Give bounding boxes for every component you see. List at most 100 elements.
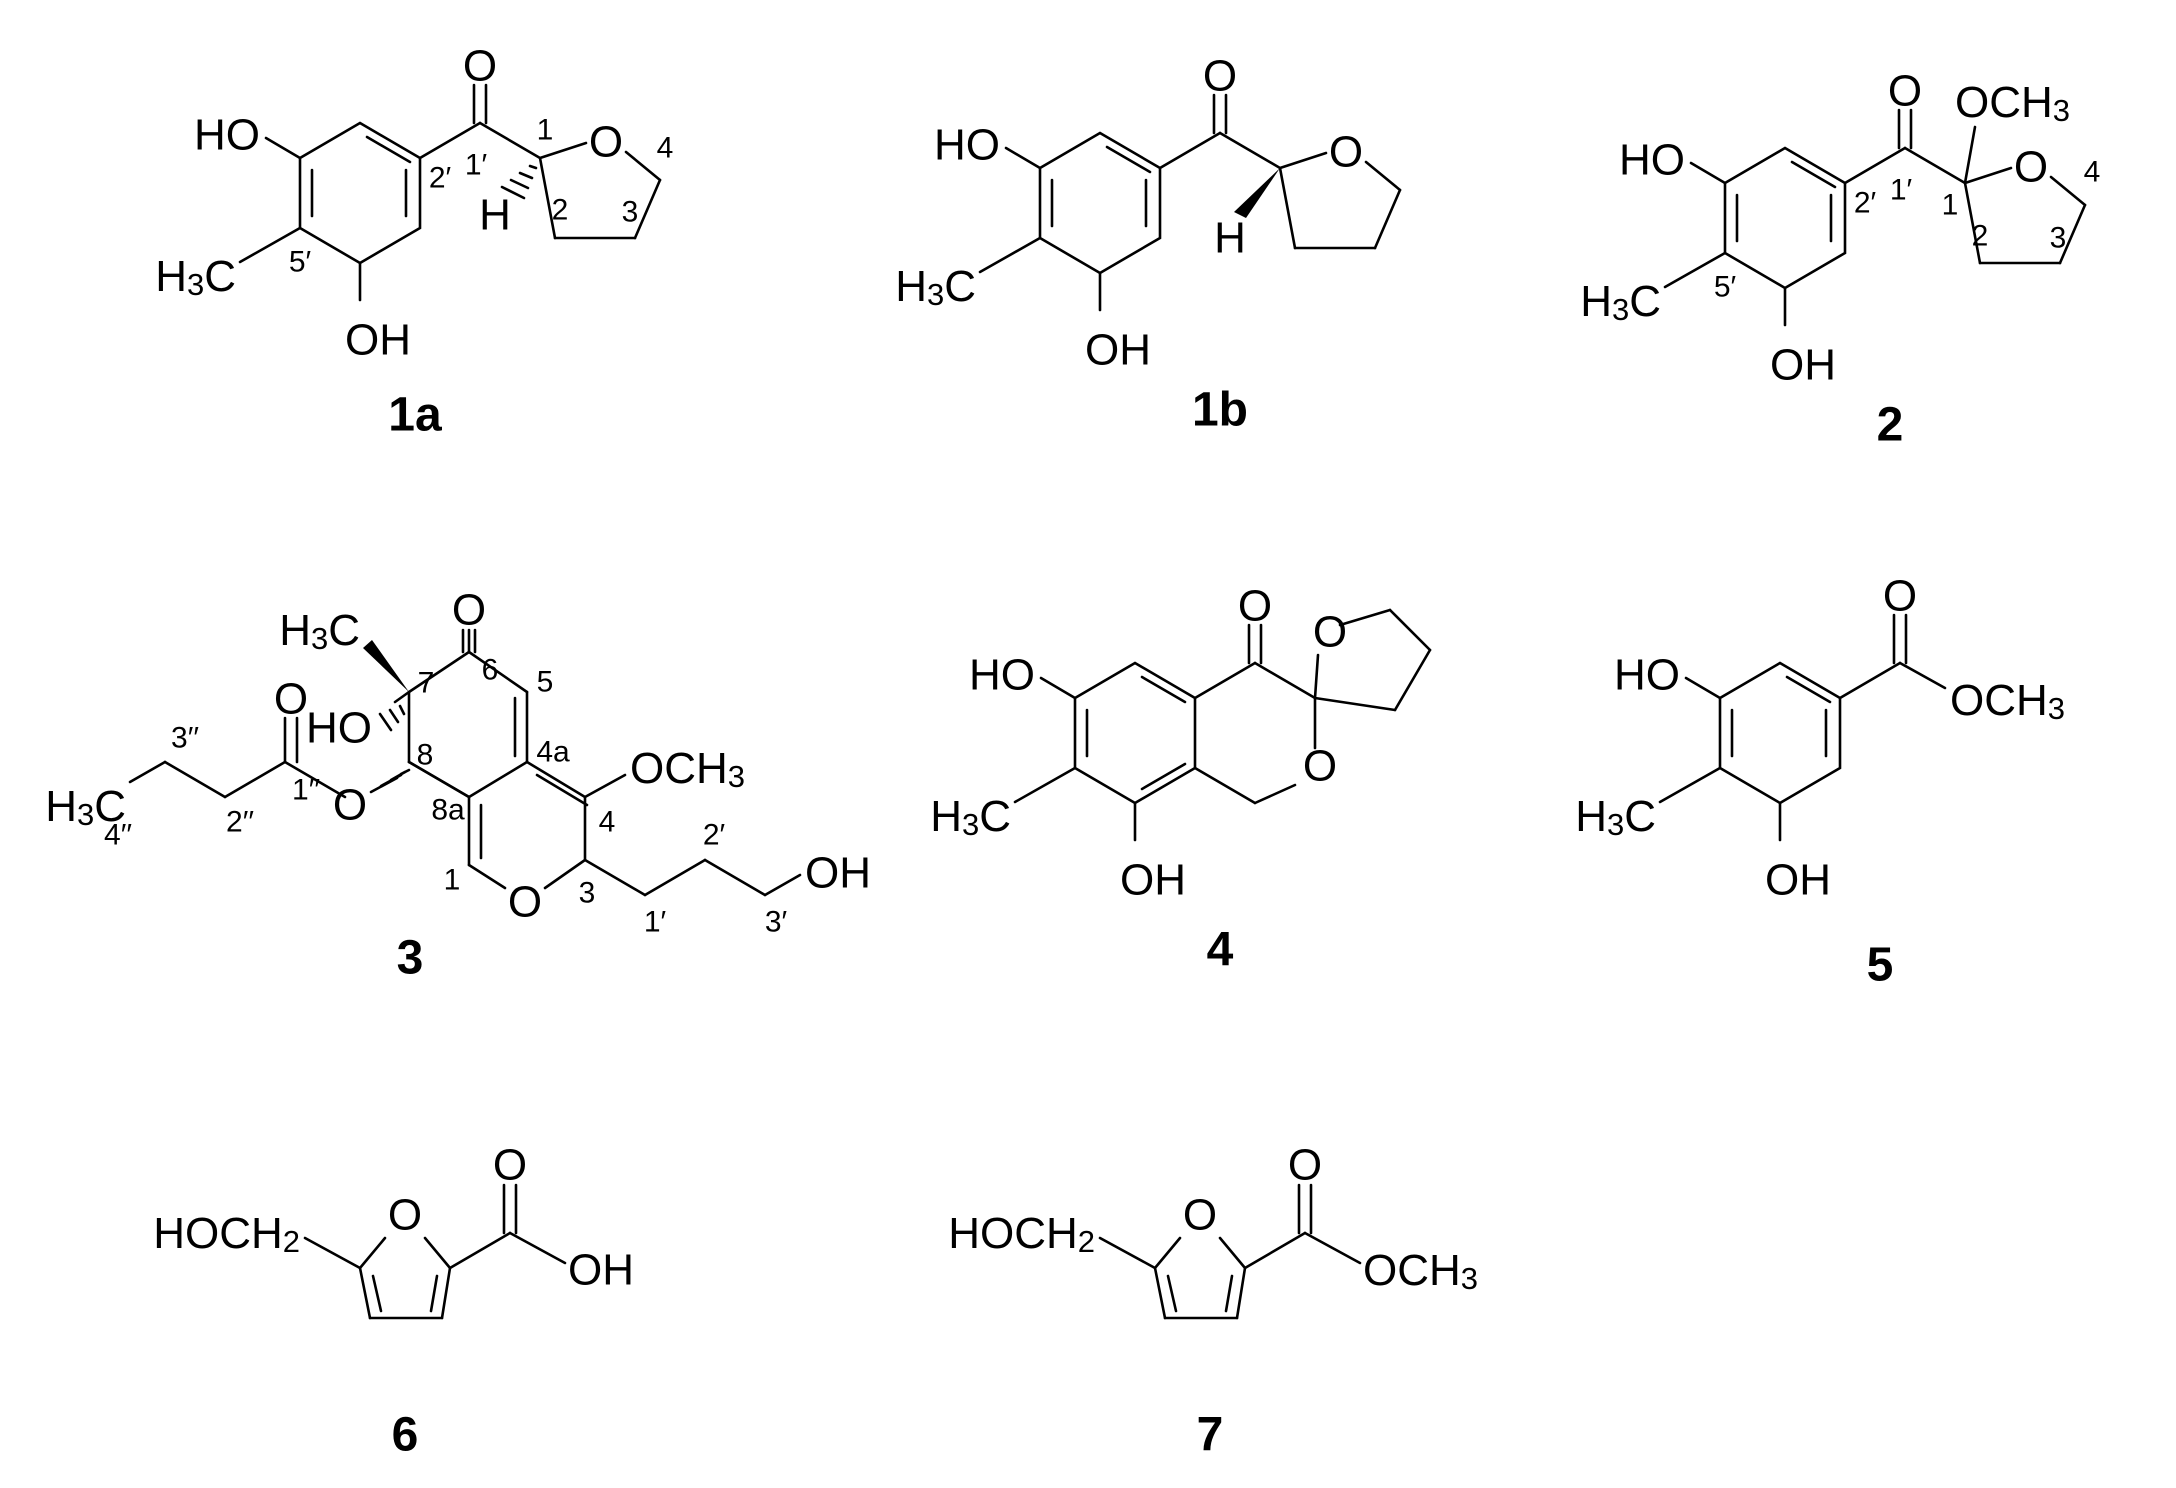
locant: 4′′ <box>104 819 132 852</box>
locant: 3′′ <box>171 722 199 755</box>
compound-label: 4 <box>1207 924 1234 977</box>
compound-1a-bonds <box>238 83 662 302</box>
locant: 4 <box>2084 156 2101 189</box>
compound-2: O OCH3 HO O H3C OH 1′ 1 2′ 2 3 4 5′ 2 <box>1580 67 2100 452</box>
locant: 1 <box>1942 189 1959 222</box>
compound-5-bonds <box>1658 613 1947 842</box>
carbonyl-oxygen: O <box>274 675 308 724</box>
hydroxyl-label: HO <box>1614 651 1680 700</box>
methoxy-label: OCH3 <box>1955 78 2070 129</box>
methyl-label: H3C <box>895 262 976 313</box>
methyl-label: H3C <box>1575 792 1656 843</box>
locant: 8a <box>431 794 465 827</box>
locant: 1 <box>537 114 554 147</box>
hydroxyl-label: HO <box>934 121 1000 170</box>
ester-oxygen: O <box>333 781 367 830</box>
hydroxyl-label: OH <box>805 849 871 898</box>
ring-oxygen: O <box>1303 742 1337 791</box>
locant: 3 <box>622 196 639 229</box>
ring-oxygen: O <box>388 1191 422 1240</box>
ketone-oxygen: O <box>1238 582 1272 631</box>
hydroxyl-label: OH <box>1085 326 1151 375</box>
ketone-oxygen: O <box>452 586 486 635</box>
locant: 1′ <box>465 149 488 182</box>
compound-1b: O HO O H H3C OH 1b <box>895 52 1402 437</box>
carbonyl-oxygen: O <box>1203 52 1237 101</box>
bond <box>407 760 471 799</box>
stereo-hydrogen: H <box>479 191 511 240</box>
compound-label: 5 <box>1867 939 1894 992</box>
hydroxyl-label: HO <box>969 651 1035 700</box>
locant: 4 <box>657 132 674 165</box>
locant: 4a <box>536 736 570 769</box>
compound-1b-bonds <box>978 93 1402 312</box>
hydroxyl-label: OH <box>1770 341 1836 390</box>
locant: 5′ <box>289 246 312 279</box>
locant: 4 <box>599 806 616 839</box>
locant: 7 <box>418 667 435 700</box>
wedge-bond <box>363 640 409 692</box>
hydroxyl-label: HO <box>306 704 372 753</box>
locant: 3 <box>2050 222 2067 255</box>
compound-7: O HOCH2 O OCH3 7 <box>948 1141 1478 1462</box>
hydroxymethyl-label: HOCH2 <box>948 1209 1095 1260</box>
hydroxyl-label: OH <box>1120 856 1186 905</box>
carbonyl-oxygen: O <box>1288 1141 1322 1190</box>
methoxy-label: OCH3 <box>630 744 745 795</box>
locant: 1′ <box>1890 174 1913 207</box>
compound-6: O HOCH2 O OH 6 <box>153 1141 634 1462</box>
methyl-label: H3C <box>45 782 126 833</box>
carbonyl-oxygen: O <box>1883 572 1917 621</box>
compound-label: 1b <box>1192 384 1248 437</box>
locant: 2′′ <box>226 806 254 839</box>
compound-7-bonds <box>1098 1183 1362 1320</box>
ring-oxygen: O <box>1183 1191 1217 1240</box>
ring-oxygen: O <box>589 118 623 167</box>
compound-6-bonds <box>303 1183 567 1320</box>
compound-5: O HO OCH3 H3C OH 5 <box>1575 572 2065 992</box>
compound-label: 1a <box>388 389 442 442</box>
locant: 3′ <box>765 906 788 939</box>
locant: 1′′ <box>292 774 320 807</box>
locant: 5 <box>537 666 554 699</box>
carbonyl-oxygen: O <box>493 1141 527 1190</box>
compound-3: O H3C HO O O OCH3 O OH H3C 6 5 7 8 4a 8a… <box>45 586 871 985</box>
ring-oxygen: O <box>508 878 542 927</box>
locant: 2′ <box>429 162 452 195</box>
hydroxymethyl-label: HOCH2 <box>153 1209 300 1260</box>
hydroxyl-label: OH <box>1765 856 1831 905</box>
locant: 8 <box>417 739 434 772</box>
methyl-label: H3C <box>155 252 236 303</box>
hydroxyl-label: HO <box>194 111 260 160</box>
ring-oxygen: O <box>2014 143 2048 192</box>
hydroxyl-label: OH <box>568 1246 634 1295</box>
wedge-bond <box>1234 168 1280 218</box>
stereo-hydrogen: H <box>1214 214 1246 263</box>
methoxy-label: OCH3 <box>1363 1246 1478 1297</box>
ring-oxygen: O <box>1329 128 1363 177</box>
locant: 5′ <box>1714 271 1737 304</box>
methyl-label: H3C <box>930 792 1011 843</box>
locant: 3 <box>579 877 596 910</box>
ring-oxygen: O <box>1313 608 1347 657</box>
compound-4: O O HO O H3C OH 4 <box>930 582 1432 977</box>
methoxy-label: OCH3 <box>1950 676 2065 727</box>
compound-label: 2 <box>1877 399 1904 452</box>
compound-label: 3 <box>397 932 424 985</box>
hydroxyl-label: HO <box>1619 136 1685 185</box>
compound-2-bonds <box>1663 108 2087 327</box>
carbonyl-oxygen: O <box>463 42 497 91</box>
locant: 2′ <box>703 819 726 852</box>
locant: 2 <box>1972 220 1989 253</box>
compound-label: 7 <box>1197 1409 1224 1462</box>
carbonyl-oxygen: O <box>1888 67 1922 116</box>
compound-4-bonds <box>1013 608 1432 842</box>
locant: 1′ <box>644 906 667 939</box>
methyl-label: H3C <box>279 606 360 657</box>
locant: 2 <box>552 194 569 227</box>
locant: 6 <box>482 654 499 687</box>
compound-label: 6 <box>392 1409 419 1462</box>
locant: 1 <box>444 864 461 897</box>
